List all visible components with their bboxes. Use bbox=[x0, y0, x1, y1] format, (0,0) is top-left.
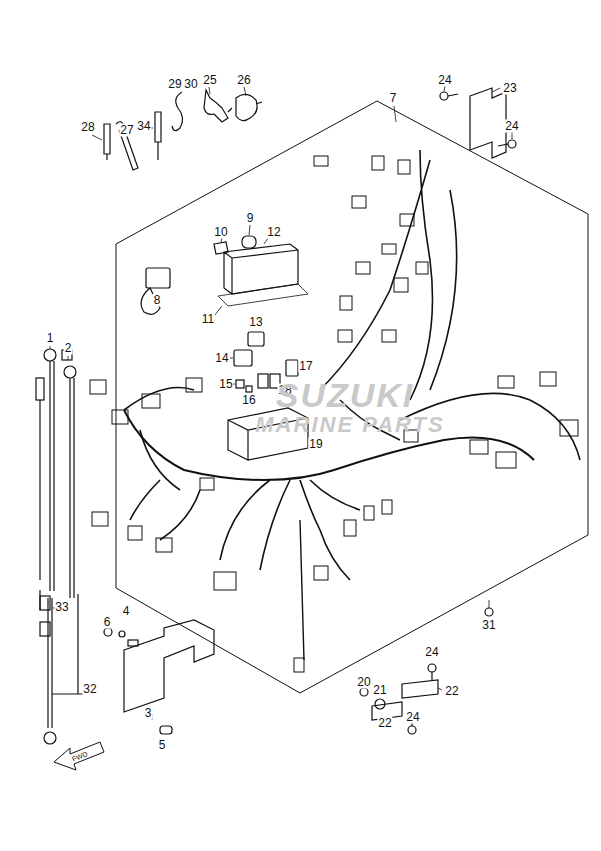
callout-number: 19 bbox=[308, 438, 323, 451]
callout-number: 33 bbox=[54, 601, 69, 614]
callout-number: 28 bbox=[80, 121, 95, 134]
callout-number: 6 bbox=[103, 616, 112, 629]
callout-number: 17 bbox=[298, 360, 313, 373]
watermark: MARINE PARTS bbox=[255, 413, 444, 437]
callout-number: 15 bbox=[218, 378, 233, 391]
callout-number: 24 bbox=[504, 120, 519, 133]
callout-number: 25 bbox=[202, 74, 217, 87]
callout-number: 3 bbox=[144, 707, 153, 720]
callout-number: 24 bbox=[437, 74, 452, 87]
callout-number: 1 bbox=[46, 332, 55, 345]
callout-number: 34 bbox=[136, 120, 151, 133]
callout-number: 31 bbox=[481, 619, 496, 632]
callout-number: 7 bbox=[389, 92, 398, 105]
callout-number: 20 bbox=[356, 676, 371, 689]
callout-number: 4 bbox=[122, 605, 131, 618]
callout-number: 8 bbox=[153, 294, 162, 307]
callout-number: 29 bbox=[167, 78, 182, 91]
callout-number: 11 bbox=[201, 313, 215, 326]
callout-number: 14 bbox=[214, 352, 229, 365]
callout-number: 2 bbox=[64, 342, 73, 355]
callout-number: 21 bbox=[372, 684, 387, 697]
callout-number: 12 bbox=[266, 226, 281, 239]
callout-number: 24 bbox=[424, 646, 439, 659]
callout-number: 5 bbox=[158, 739, 167, 752]
callout-number: 23 bbox=[502, 82, 517, 95]
watermark: SUZUKI bbox=[276, 377, 415, 413]
callout-number: 27 bbox=[119, 124, 134, 137]
callout-number: 22 bbox=[377, 717, 392, 730]
callout-number: 26 bbox=[236, 74, 251, 87]
callout-number: 9 bbox=[246, 212, 255, 225]
callout-number: 10 bbox=[213, 226, 228, 239]
callout-number: 32 bbox=[82, 683, 97, 696]
callout-number: 13 bbox=[248, 316, 263, 329]
callout-number: 24 bbox=[405, 711, 420, 724]
callout-number: 22 bbox=[444, 685, 459, 698]
callout-number: 16 bbox=[241, 394, 256, 407]
callout-number: 30 bbox=[183, 78, 198, 91]
